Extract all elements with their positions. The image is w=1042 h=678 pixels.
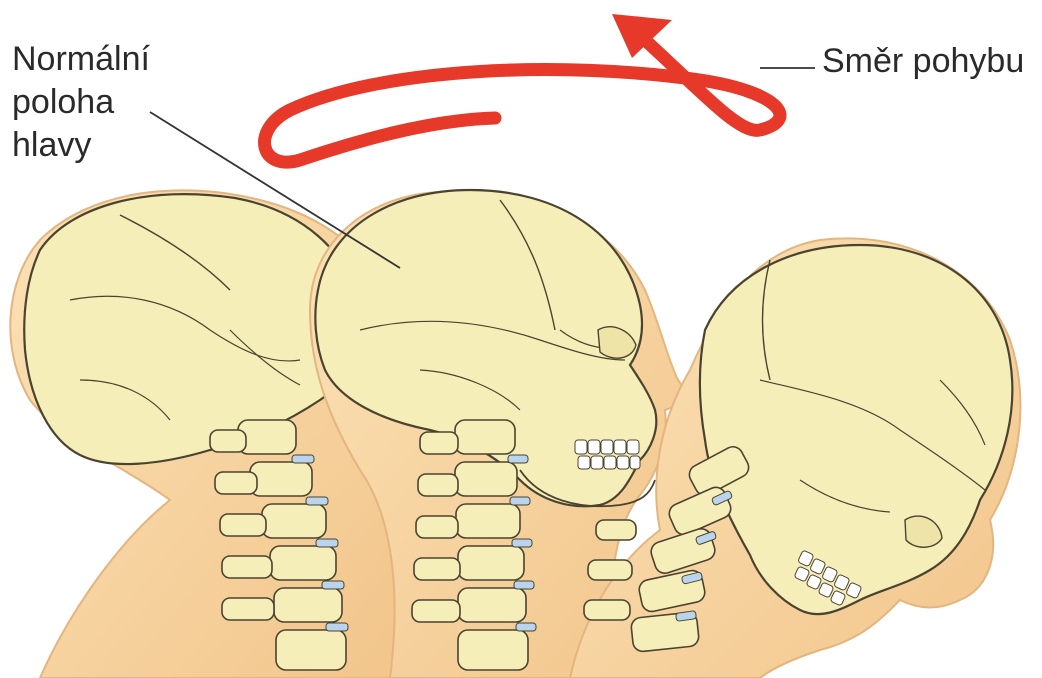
motion-arrow bbox=[265, 14, 780, 162]
label-line-1: Normální bbox=[12, 38, 150, 81]
label-line-3: hlavy bbox=[12, 124, 150, 167]
curved-arrow-icon bbox=[265, 40, 780, 162]
normal-head-position-label: Normální poloha hlavy bbox=[12, 38, 150, 167]
label-line-2: poloha bbox=[12, 81, 150, 124]
direction-label: Směr pohybu bbox=[822, 40, 1024, 83]
